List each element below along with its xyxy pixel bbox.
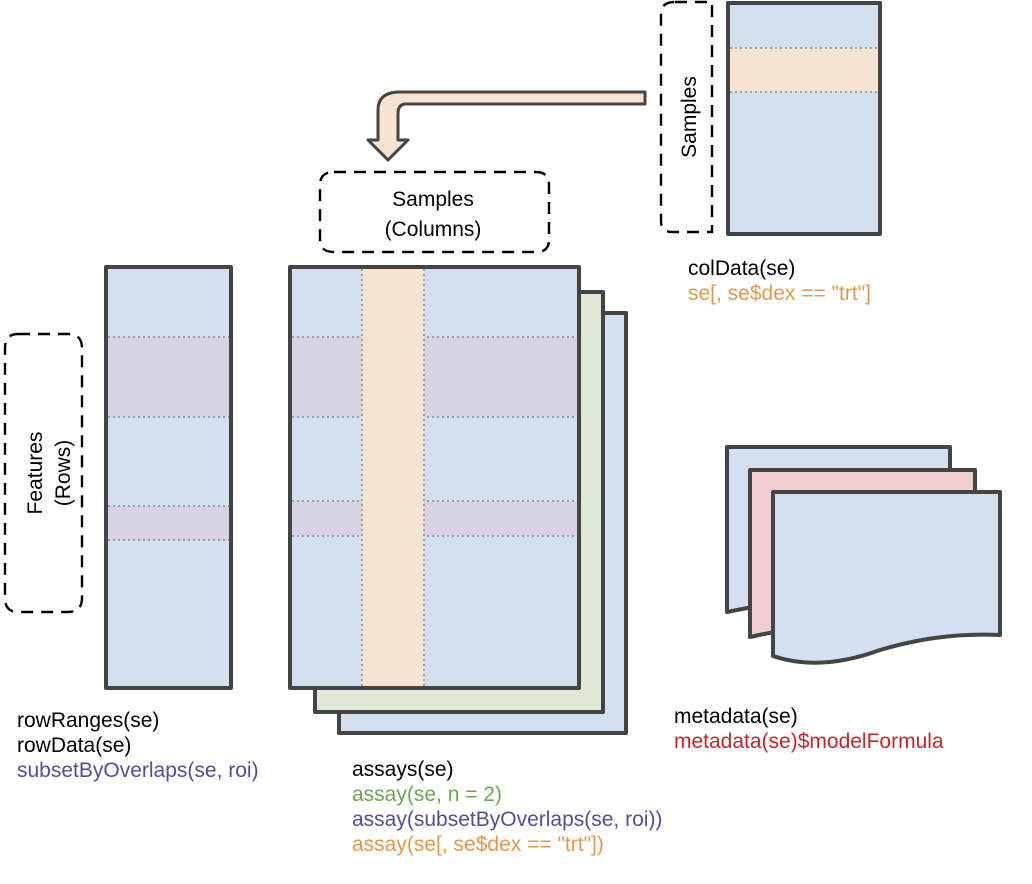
metadata-doc-front bbox=[771, 490, 1002, 665]
features-label-2: (Rows) bbox=[52, 440, 75, 507]
coldata-line: colData(se) bbox=[688, 257, 796, 280]
assays-line: assay(subsetByOverlaps(se, roi)) bbox=[352, 808, 663, 831]
rowdata-row-highlight-2 bbox=[108, 506, 229, 540]
assays-stack bbox=[288, 265, 628, 735]
assay-row-highlight-2 bbox=[292, 501, 577, 536]
metadata-documents bbox=[725, 445, 1002, 665]
samples-columns-box: Samples (Columns) bbox=[318, 170, 551, 254]
metadata-line: metadata(se) bbox=[674, 705, 798, 728]
assays-line: assays(se) bbox=[352, 758, 454, 781]
assay-column-highlight bbox=[362, 269, 424, 686]
assays-line: assay(se[, se$dex == "trt"]) bbox=[352, 833, 604, 856]
samples-vertical-label: Samples bbox=[678, 76, 701, 158]
rowdata-line: rowRanges(se) bbox=[17, 709, 160, 732]
metadata-line: metadata(se)$modelFormula bbox=[674, 730, 944, 753]
coldata-caption: colData(se) se[, se$dex == "trt"] bbox=[688, 256, 871, 306]
metadata-caption: metadata(se) metadata(se)$modelFormula bbox=[674, 704, 944, 754]
rowdata-line: subsetByOverlaps(se, roi) bbox=[17, 759, 259, 782]
assay-row-highlight-1 bbox=[292, 337, 577, 417]
samples-vertical-box: Samples bbox=[659, 0, 714, 234]
rowdata-caption: rowRanges(se) rowData(se) subsetByOverla… bbox=[17, 708, 259, 783]
rowdata-line: rowData(se) bbox=[17, 734, 132, 757]
features-rows-box: Features (Rows) bbox=[3, 332, 84, 614]
assays-line: assay(se, n = 2) bbox=[352, 783, 502, 806]
features-label-1: Features bbox=[24, 432, 47, 515]
coldata-matrix bbox=[726, 1, 882, 236]
curved-arrow-icon bbox=[366, 90, 647, 162]
samples-columns-label-2: (Columns) bbox=[385, 218, 482, 241]
assays-caption: assays(se) assay(se, n = 2) assay(subset… bbox=[352, 757, 662, 857]
coldata-sample-highlight bbox=[730, 48, 878, 92]
samples-columns-label-1: Samples bbox=[392, 188, 474, 211]
rowdata-row-highlight-1 bbox=[108, 337, 229, 417]
coldata-line: se[, se$dex == "trt"] bbox=[688, 282, 872, 305]
rowdata-matrix bbox=[104, 265, 233, 690]
assay-1 bbox=[288, 265, 581, 690]
